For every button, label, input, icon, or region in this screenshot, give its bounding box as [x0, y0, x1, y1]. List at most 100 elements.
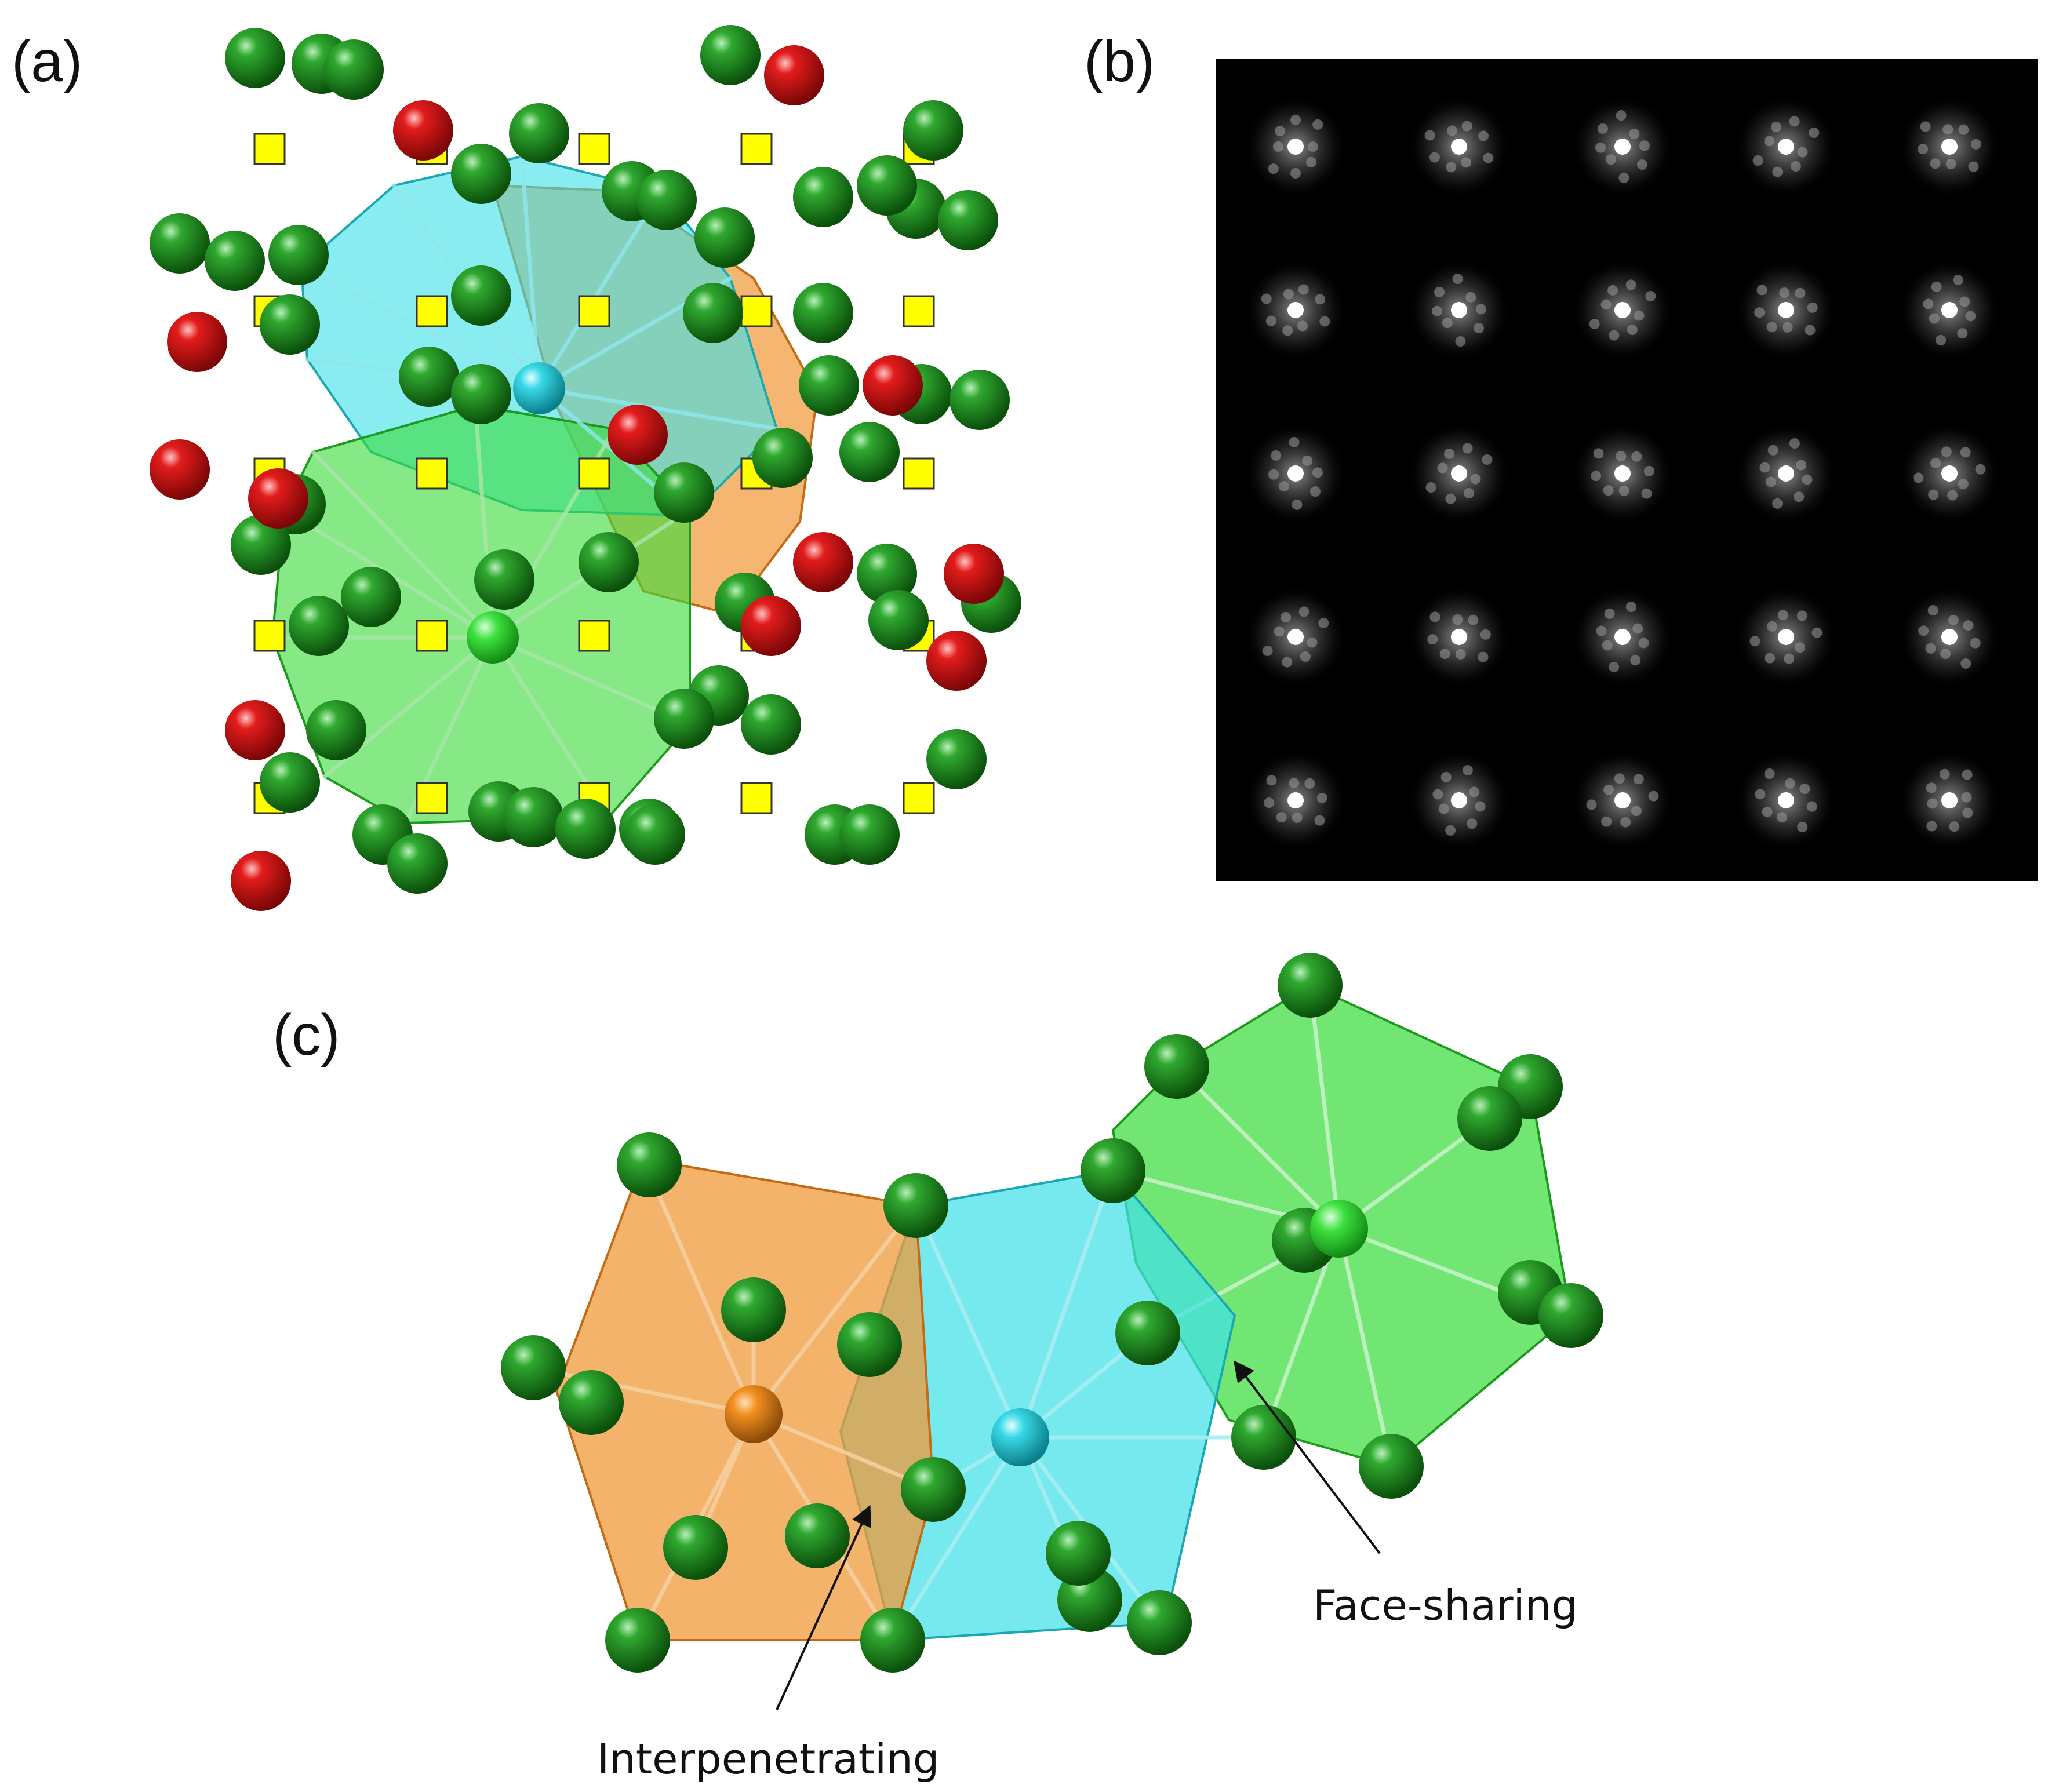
speckle — [1467, 818, 1478, 829]
speckle — [1629, 128, 1640, 139]
central-beam-spot — [1451, 302, 1467, 318]
site-markers — [253, 133, 935, 814]
speckle — [1789, 438, 1800, 449]
green-atom — [793, 167, 853, 227]
speckle — [1290, 115, 1301, 125]
site-marker — [578, 620, 610, 652]
speckle — [1604, 608, 1615, 619]
speckle — [1926, 782, 1937, 793]
green-atom — [654, 689, 714, 749]
speckle — [1438, 803, 1449, 814]
green-atom — [205, 231, 265, 291]
speckle — [1807, 302, 1818, 313]
speckle — [1480, 629, 1491, 640]
speckle — [1794, 642, 1805, 653]
speckle — [1805, 325, 1816, 336]
central-beam-spot — [1451, 465, 1467, 482]
speckle — [1455, 336, 1466, 347]
speckle — [1797, 147, 1808, 158]
speckle — [1784, 653, 1795, 664]
speckle — [1596, 625, 1607, 636]
speckle — [1442, 318, 1453, 329]
speckle — [1609, 661, 1620, 672]
speckle — [1630, 655, 1641, 666]
speckle — [1271, 450, 1282, 461]
speckle — [1463, 488, 1474, 499]
speckle — [1289, 778, 1300, 789]
green-atom — [289, 596, 349, 656]
speckle — [1811, 627, 1823, 638]
central-beam-spot — [1287, 465, 1304, 482]
green-atom — [903, 100, 963, 161]
speckle — [1797, 821, 1808, 832]
green-atom — [868, 590, 929, 650]
green-atom — [926, 729, 987, 789]
green-atom — [837, 1312, 902, 1377]
green-atom — [799, 355, 859, 416]
green-atom — [231, 515, 291, 575]
central-beam-spot — [1778, 792, 1794, 808]
central-beam-spot — [1287, 302, 1304, 318]
green-atom — [857, 544, 917, 604]
central-beam-spot — [1614, 302, 1631, 318]
central-beam-spot — [1941, 629, 1958, 645]
speckle — [1767, 445, 1778, 456]
speckle — [1806, 801, 1817, 812]
speckle — [1452, 614, 1463, 625]
central-beam-spot — [1614, 629, 1631, 645]
speckle — [1462, 765, 1473, 776]
speckle — [1927, 605, 1938, 616]
speckle — [1929, 313, 1940, 324]
speckle — [1794, 491, 1805, 502]
speckle — [1809, 127, 1820, 138]
speckle — [1478, 130, 1489, 141]
speckle — [1958, 479, 1969, 490]
speckle — [1452, 274, 1463, 285]
speckle — [1940, 649, 1951, 660]
central-beam-spot — [1778, 465, 1794, 482]
diffraction-pattern — [1572, 749, 1674, 851]
diffraction-pattern — [1898, 96, 2000, 198]
green-atom — [260, 294, 320, 355]
orange-center-atom — [725, 1385, 783, 1443]
speckle — [1754, 307, 1765, 318]
speckle — [1627, 325, 1638, 336]
central-beam-spot — [1287, 792, 1304, 808]
speckle — [1755, 789, 1766, 800]
diffraction-pattern — [1408, 259, 1510, 361]
green-atom — [683, 283, 743, 343]
site-marker — [740, 295, 773, 327]
speckle — [1445, 493, 1456, 504]
green-atom — [752, 428, 813, 488]
green-atom — [654, 462, 714, 523]
speckle — [1638, 638, 1649, 649]
speckle — [1468, 614, 1479, 625]
green-atom — [694, 207, 755, 268]
central-beam-spot — [1941, 302, 1958, 318]
speckle — [1927, 798, 1938, 809]
speckle — [1462, 443, 1473, 454]
green-atom — [474, 549, 534, 610]
site-marker — [416, 782, 448, 814]
speckle — [1975, 464, 1986, 475]
green-atom — [721, 1277, 786, 1342]
panel-b — [1216, 59, 2038, 881]
site-marker — [903, 782, 935, 814]
red-atom — [248, 468, 308, 529]
speckle — [1292, 812, 1303, 823]
green-atom — [509, 103, 569, 163]
speckle — [1965, 311, 1976, 322]
green-atom — [839, 804, 900, 865]
speckle — [1941, 446, 1952, 457]
speckle — [1312, 467, 1323, 478]
central-beam-spot — [1451, 792, 1467, 808]
green-center-atom — [467, 611, 519, 664]
speckle — [1315, 294, 1326, 305]
speckle — [1268, 469, 1279, 480]
red-atom — [793, 532, 853, 592]
speckle — [1281, 611, 1292, 622]
speckle — [1625, 279, 1636, 290]
speckle — [1634, 310, 1645, 321]
central-beam-spot — [1287, 139, 1304, 155]
speckle — [1273, 141, 1283, 152]
